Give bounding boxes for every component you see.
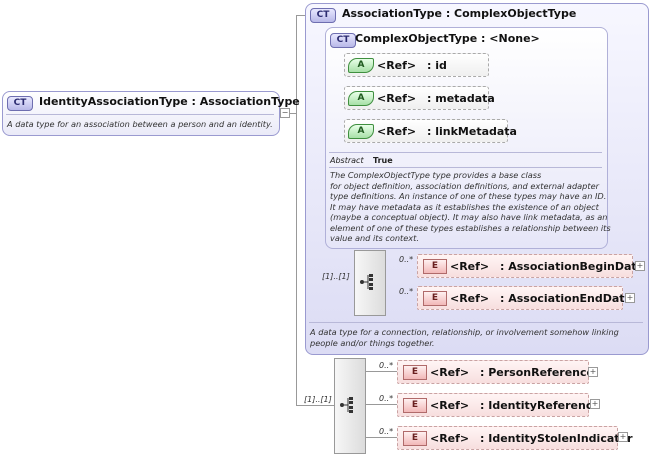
element-occurrence: 0..* [399, 287, 414, 296]
association-doc-line: A data type for a connection, relationsh… [310, 327, 619, 337]
element-ref: <Ref> [430, 366, 470, 379]
element-name: : IdentityReference [480, 399, 600, 412]
root-type-doc: A data type for an association between a… [7, 119, 273, 129]
connector [296, 15, 305, 16]
element-occurrence: 0..* [379, 394, 394, 403]
element-association-end-date[interactable]: E <Ref> : AssociationEndDate [417, 286, 632, 310]
attribute-metadata[interactable]: A <Ref> : metadata [344, 86, 495, 110]
element-ref: <Ref> [450, 260, 490, 273]
element-ref: <Ref> [430, 399, 470, 412]
element-badge: E [403, 365, 427, 380]
element-badge: E [423, 291, 447, 306]
complex-object-doc-line: for object definition, association defin… [330, 180, 599, 191]
element-ref: <Ref> [430, 432, 470, 445]
abstract-label: Abstract [330, 156, 364, 165]
sequence-icon [340, 397, 353, 413]
attribute-link-metadata[interactable]: A <Ref> : linkMetadata [344, 119, 517, 143]
element-badge: E [403, 398, 427, 413]
attribute-ref: <Ref> [377, 92, 417, 105]
divider [329, 152, 602, 153]
sequence-occurrence: [1]..[1] [322, 272, 350, 281]
sequence-icon [360, 274, 373, 290]
complex-type-badge: CT [310, 8, 336, 23]
expand-toggle[interactable]: + [590, 399, 600, 409]
attribute-badge: A [348, 58, 374, 73]
complex-type-badge: CT [330, 33, 356, 48]
element-badge: E [403, 431, 427, 446]
complex-object-doc-line: The ComplexObjectType type provides a ba… [330, 170, 542, 180]
identity-association-type-box[interactable] [2, 91, 280, 136]
complex-object-type-title: ComplexObjectType : <None> [355, 32, 540, 45]
element-person-reference[interactable]: E <Ref> : PersonReference [397, 360, 594, 384]
connector [290, 113, 296, 114]
attribute-name: : metadata [427, 92, 495, 105]
complex-object-doc-line: It may have metadata as it establishes t… [330, 201, 599, 212]
divider [6, 114, 274, 115]
complex-object-doc-line: (maybe a conceptual object). It may also… [330, 212, 608, 222]
element-name: : PersonReference [480, 366, 594, 379]
attribute-badge: A [348, 124, 374, 139]
attribute-name: : id [427, 59, 447, 72]
abstract-value: True [373, 156, 393, 165]
divider [329, 167, 602, 168]
expand-toggle[interactable]: + [618, 432, 628, 442]
connector [296, 15, 297, 405]
connector [296, 405, 334, 406]
expand-toggle[interactable]: + [635, 261, 645, 271]
expand-toggle[interactable]: + [625, 293, 635, 303]
complex-object-doc-line: value and its context. [330, 233, 419, 243]
association-doc-line: people and/or things together. [310, 337, 435, 348]
attribute-id[interactable]: A <Ref> : id [344, 53, 489, 77]
association-type-title: AssociationType : ComplexObjectType [342, 7, 577, 20]
element-occurrence: 0..* [379, 427, 394, 436]
sequence-occurrence: [1]..[1] [304, 395, 332, 404]
element-association-begin-date[interactable]: E <Ref> : AssociationBeginDate [417, 254, 644, 278]
divider [309, 322, 643, 323]
element-occurrence: 0..* [379, 361, 394, 370]
element-identity-stolen-indicator[interactable]: E <Ref> : IdentityStolenIndicator [397, 426, 633, 450]
attribute-ref: <Ref> [377, 59, 417, 72]
expand-toggle[interactable]: + [588, 367, 598, 377]
collapse-toggle[interactable]: − [280, 108, 290, 118]
element-identity-reference[interactable]: E <Ref> : IdentityReference [397, 393, 600, 417]
root-type-title: IdentityAssociationType : AssociationTyp… [39, 95, 300, 108]
element-name: : IdentityStolenIndicator [480, 432, 633, 445]
element-occurrence: 0..* [399, 255, 414, 264]
complex-type-badge: CT [7, 96, 33, 111]
connector [364, 371, 397, 372]
attribute-ref: <Ref> [377, 125, 417, 138]
connector [364, 437, 397, 438]
element-name: : AssociationEndDate [500, 292, 633, 305]
complex-object-doc-line: type definitions. An instance of one of … [330, 191, 607, 201]
attribute-name: : linkMetadata [427, 125, 517, 138]
element-name: : AssociationBeginDate [500, 260, 645, 273]
complex-object-doc-line: element of one of these types establishe… [330, 222, 611, 233]
element-badge: E [423, 259, 447, 274]
attribute-badge: A [348, 91, 374, 106]
connector [364, 404, 397, 405]
element-ref: <Ref> [450, 292, 490, 305]
